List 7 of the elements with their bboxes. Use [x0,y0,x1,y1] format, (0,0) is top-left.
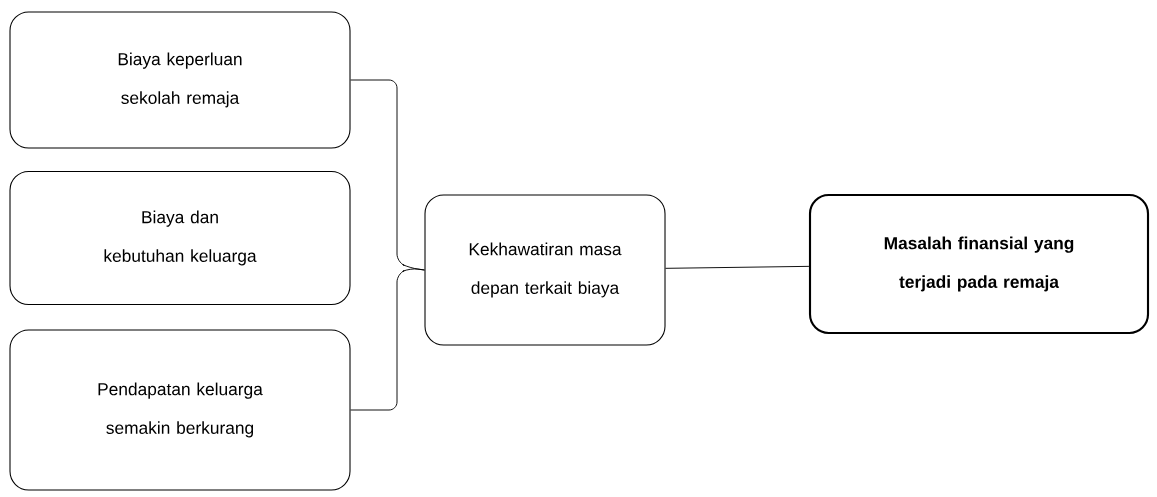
process-box: Biaya keperluan sekolah remaja [9,11,351,149]
connector-line [665,265,810,269]
process-box: Biaya dan kebutuhan keluarga [9,170,351,306]
process-box: Kekhawatiran masa depan terkait biaya [424,194,666,346]
outcome-box: Masalah finansial yang terjadi pada remaja [808,193,1150,335]
process-box: Pendapatan keluarga semakin berkurang [9,329,351,491]
brace-connector [350,268,425,411]
